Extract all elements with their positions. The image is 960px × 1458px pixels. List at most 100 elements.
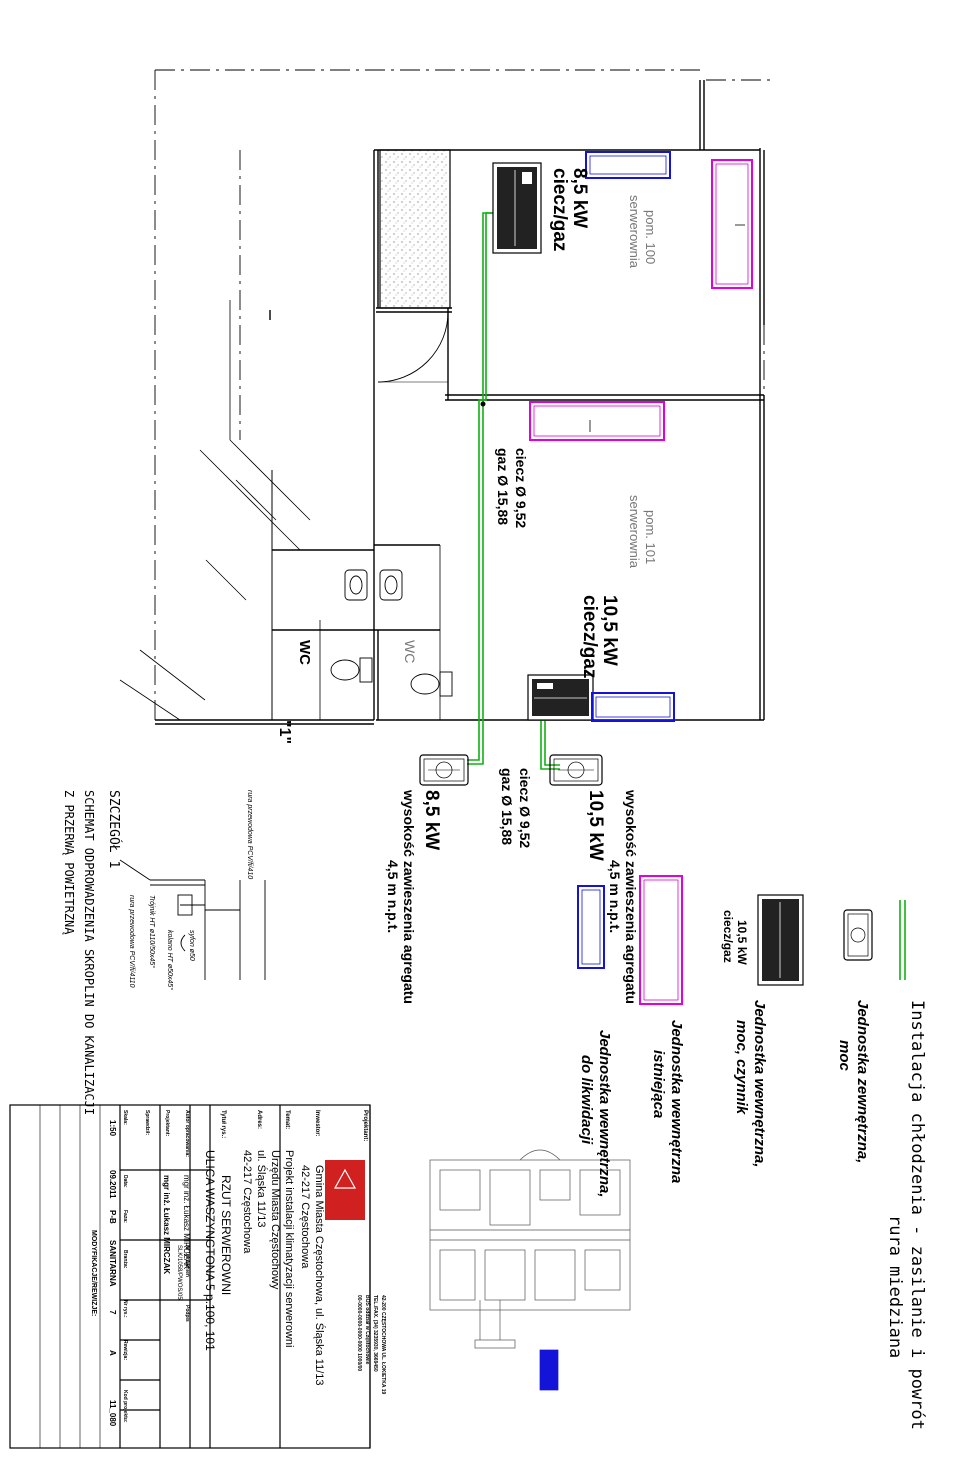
room101-sub: serwerownia [627, 495, 642, 569]
unit101-power: 10,5 kW [599, 595, 620, 666]
projektant2-name: mgr inż. Łukasz MIRCZAK [162, 1175, 171, 1274]
existing-unit-room100 [711, 159, 753, 289]
label-rewizja: Rewizja: [122, 1340, 128, 1360]
label-skala: Skala: [122, 1110, 128, 1125]
branza-value: SANITARNA [108, 1240, 117, 1287]
outdoor-a-height-1: wysokość zawieszenia agregatu [401, 789, 417, 1004]
room-labels: pom. 100 serwerownia pom. 101 serwerowni… [296, 195, 658, 665]
title-block-text: 42-200 CZĘSTOCHOWA UL. ŁOKIETKA 19 TEL./… [90, 1110, 386, 1427]
tytul-2: ULICA WASZYNGTONA 5 p.100, 101 [203, 1150, 217, 1351]
wc-left-label: WC [296, 640, 313, 665]
legend-liquidation-2: do likwidacji [578, 1055, 595, 1145]
label-faza: Faza: [122, 1210, 128, 1223]
pipe101-liquid: ciecz Ø 9,52 [517, 768, 533, 848]
rewizja-value: A [108, 1350, 117, 1356]
label-nr-rys: Nr rys.: [122, 1300, 128, 1318]
unit-labels: 8,5 kW ciecz/gaz 10,5 kW ciecz/gaz ciecz… [276, 168, 639, 1004]
detail-drawing [119, 859, 266, 980]
label-branza: Branża: [122, 1250, 128, 1269]
temat-2: Urzędu Miasta Częstochowy [269, 1150, 281, 1290]
label-temat: Temat: [284, 1110, 290, 1129]
walls [119, 80, 765, 725]
label-podpis: Podpis [184, 1305, 190, 1322]
outdoor-unit-a [419, 754, 469, 786]
label-inwestor: Inwestor: [314, 1110, 320, 1137]
legend-title-text: Instalacja chłodzenia - zasilanie i powr… [907, 1000, 927, 1430]
label-adres: Adres: [256, 1110, 262, 1129]
uprawnien-no: SLK/1058/PWOS/05 [176, 1245, 182, 1300]
tytul-1: RZUT SERWEROWNI [219, 1175, 233, 1295]
detail-label-4: kolano HT ø50x45° [166, 930, 174, 990]
existing-unit-room101 [529, 401, 665, 441]
pipe100-gas: gaz Ø 15,88 [495, 448, 511, 525]
data-value: 09.2011 [108, 1170, 117, 1199]
legend-indoor-label-2: ciecz/gaz [721, 910, 735, 963]
firm-contact-3: BOŚ oddział w Częstochowie [364, 1295, 371, 1365]
pipe101-gas: gaz Ø 15,88 [499, 768, 515, 845]
indoor-unit-100 [492, 162, 542, 254]
adres-1: ul. Śląska 11/13 [255, 1150, 268, 1227]
nr-rys-value: 7 [108, 1310, 117, 1315]
room101-label: pom. 101 [643, 510, 658, 564]
label-autor: Autor opracowania: [184, 1110, 190, 1157]
label-tytul: Tytuł rys.: [220, 1110, 226, 1138]
detail-line-1: SCHEMAT ODPROWADZENIA SKROPLIN DO KANALI… [82, 790, 96, 1115]
faza-value: P-B [108, 1210, 117, 1224]
label-projektant2: Projektant: [164, 1110, 170, 1136]
kod-value: 11_080 [108, 1400, 117, 1427]
firm-contact-2: TEL./FAX. (34) 3235930, 3669450 [372, 1295, 378, 1372]
detail-label-3: Trójnik HT ø110/50x45° [148, 895, 156, 968]
wc-right-label: WC [402, 640, 418, 663]
indoor-unit-101 [527, 674, 594, 721]
label-sprawdzil: Sprawdził: [144, 1110, 150, 1135]
legend-existing-2: istniejąca [650, 1050, 667, 1118]
unit100-medium: ciecz/gaz [549, 168, 570, 251]
legend-outdoor-2: moc [836, 1040, 853, 1072]
label-data: Data: [122, 1175, 128, 1188]
firm-contact-4: 00-0000-0000-0000-0000 1000/00 [356, 1295, 362, 1371]
hatched-shaft [379, 149, 451, 309]
label-kod: Kod projektu: [122, 1390, 128, 1423]
unit100-power: 8,5 kW [569, 168, 590, 228]
room100-sub: serwerownia [627, 195, 642, 269]
location-thumbnail [429, 1149, 631, 1391]
dashed-lines [154, 69, 770, 720]
pipe-junction [480, 401, 486, 407]
outdoor-b-height-1: wysokość zawieszenia agregatu [623, 789, 639, 1004]
legend-outdoor-1: Jednostka zewnętrzna, [854, 1000, 871, 1163]
title-block-grid [9, 1104, 371, 1449]
detail-line-2: Z PRZERWĄ POWIETRZNĄ [62, 790, 76, 935]
outdoor-a-height-2: 4,5 m n.p.t. [385, 860, 401, 933]
firm-contact-1: 42-200 CZĘSTOCHOWA UL. ŁOKIETKA 19 [380, 1295, 386, 1394]
unit101-medium: ciecz/gaz [579, 595, 600, 678]
legend-indoor-1: Jednostka wewnętrzna, [751, 1000, 768, 1168]
label-uprawnien: Nr uprawnień [184, 1245, 190, 1277]
detail-marker: "1" [276, 720, 293, 744]
temat-1: Projekt instalacji klimatyzacji serwerow… [283, 1150, 295, 1347]
detail-label-1: rura przewodowa PCV/fi/410 [246, 790, 253, 879]
outdoor-a-power: 8,5 kW [421, 790, 442, 850]
legend-liquidation-1: Jednostka wewnętrzna, [596, 1030, 613, 1198]
wc-fixtures [330, 569, 453, 697]
legend-labels: Jednostka zewnętrzna, moc Jednostka wewn… [578, 910, 871, 1198]
detail-label-5: rura przewodowa PCV/fi/4110 [128, 895, 135, 988]
outdoor-b-power: 10,5 kW [585, 790, 606, 861]
skala-value: 1:50 [108, 1120, 117, 1137]
label-projektant: Projektant: [362, 1110, 368, 1141]
adres-2: 42-217 Częstochowa [241, 1150, 253, 1254]
legend-indoor-2: moc, czynnik [733, 1020, 750, 1115]
detail-text: SZCZEGÓŁ 1 SCHEMAT ODPROWADZENIA SKROPLI… [62, 790, 253, 1115]
inwestor-1: Gmina Miasta Częstochowa, ul. Śląska 11/… [313, 1165, 326, 1386]
outdoor-b-height-2: 4,5 m n.p.t. [607, 860, 623, 933]
logo-projekt: projekt [335, 1225, 346, 1255]
legend-indoor-label-1: 10,5 kW [735, 920, 749, 965]
eurologo-mark [325, 1160, 365, 1220]
detail-label-2: syfon ø50 [188, 930, 195, 961]
logo-euro: euro [353, 1225, 369, 1253]
room100-label: pom. 100 [643, 210, 658, 264]
pipe100-liquid: ciecz Ø 9,52 [513, 448, 529, 528]
legend-existing-1: Jednostka wewnętrzna [668, 1020, 685, 1183]
legend-title: Instalacja chłodzenia - zasilanie i powr… [885, 1000, 927, 1430]
